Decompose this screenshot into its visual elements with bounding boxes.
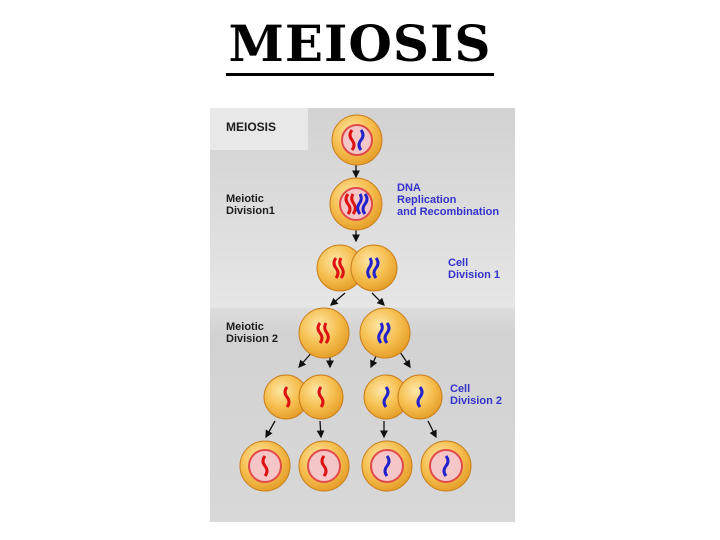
diagram-header: MEIOSIS	[226, 120, 277, 134]
arrow-4	[371, 292, 385, 306]
arrow-9	[265, 420, 276, 439]
gamete-3	[361, 440, 413, 492]
cell-initial	[331, 114, 383, 166]
arrow-12	[427, 420, 437, 439]
gamete-4	[420, 440, 472, 492]
gamete-2	[298, 440, 350, 492]
gamete-1	[239, 440, 291, 492]
cell-daughter-blue	[359, 307, 411, 359]
cell-division-2-label: Cell Division 2	[450, 383, 502, 407]
cell-div1-line1: Cell	[448, 257, 469, 269]
cell-div2-line2: Division 2	[450, 395, 502, 407]
diagram-header-box	[210, 108, 308, 150]
cell-division-1-label: Cell Division 1	[448, 257, 500, 281]
stage2-label: Meiotic Division 2	[226, 321, 278, 345]
maternal-chromosome	[348, 129, 356, 151]
arrows	[265, 164, 437, 439]
dna-label-line1: DNA	[397, 182, 421, 194]
stage2-label-line2: Division 2	[226, 333, 278, 345]
stage1-label: Meiotic Division1	[226, 193, 275, 217]
cell-daughter-red	[298, 307, 350, 359]
stage1-label-line2: Division1	[226, 205, 275, 217]
slide-title: MEIOSIS	[0, 14, 720, 76]
cell-division-2-red	[263, 374, 344, 420]
slide-title-text: MEIOSIS	[226, 14, 494, 76]
arrow-3	[330, 292, 346, 306]
cell-division-2-blue	[363, 374, 443, 420]
cell-division-1	[316, 244, 398, 292]
stage2-label-line1: Meiotic	[226, 321, 264, 333]
stage1-label-line1: Meiotic	[226, 193, 264, 205]
paternal-chromosome	[357, 129, 365, 151]
cell-replication	[329, 177, 383, 231]
dna-label-line2: Replication	[397, 194, 457, 206]
cell-div2-line1: Cell	[450, 383, 471, 395]
arrow-10	[316, 420, 325, 439]
dna-label-line3: and Recombination	[397, 206, 500, 218]
arrow-8	[399, 351, 411, 369]
cell-div1-line2: Division 1	[448, 269, 500, 281]
dna-replication-label: DNA Replication and Recombination	[397, 182, 499, 218]
